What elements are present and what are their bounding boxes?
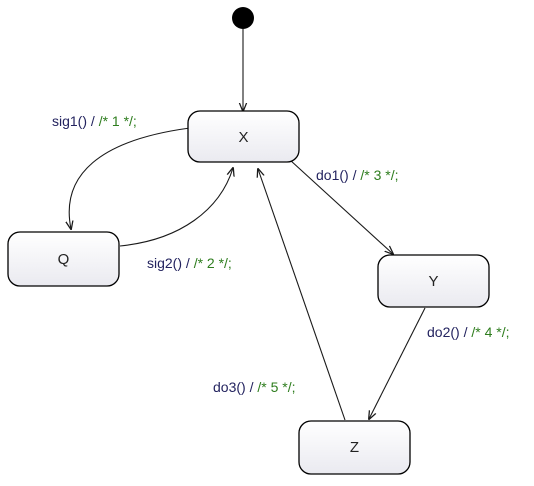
label-do3-separator: / bbox=[246, 379, 258, 395]
label-do3-action: /* 5 */; bbox=[257, 379, 295, 395]
label-do2-action: /* 4 */; bbox=[471, 324, 509, 340]
label-do1-action: /* 3 */; bbox=[360, 167, 398, 183]
label-do1-separator: / bbox=[349, 167, 361, 183]
label-sig1: sig1() / /* 1 */; bbox=[52, 113, 137, 129]
state-x[interactable]: X bbox=[187, 110, 300, 163]
label-sig1-separator: / bbox=[87, 113, 99, 129]
label-sig1-action: /* 1 */; bbox=[99, 113, 137, 129]
state-y-label: Y bbox=[428, 273, 438, 290]
transition-y-to-z bbox=[369, 307, 426, 419]
label-do3: do3() / /* 5 */; bbox=[213, 379, 296, 395]
state-q-label: Q bbox=[58, 251, 70, 268]
label-sig2: sig2() / /* 2 */; bbox=[147, 255, 232, 271]
label-do3-trigger: do3() bbox=[213, 379, 246, 395]
label-do2-separator: / bbox=[460, 324, 472, 340]
label-sig2-trigger: sig2() bbox=[147, 255, 182, 271]
label-do1: do1() / /* 3 */; bbox=[316, 167, 399, 183]
label-sig2-action: /* 2 */; bbox=[194, 255, 232, 271]
label-do1-trigger: do1() bbox=[316, 167, 349, 183]
label-do2-trigger: do2() bbox=[427, 324, 460, 340]
state-z-label: Z bbox=[350, 439, 359, 456]
label-sig1-trigger: sig1() bbox=[52, 113, 87, 129]
transition-q-to-x bbox=[119, 168, 233, 247]
state-y[interactable]: Y bbox=[377, 254, 490, 308]
transition-x-to-q bbox=[69, 127, 191, 229]
label-do2: do2() / /* 4 */; bbox=[427, 324, 510, 340]
transition-x-to-y bbox=[289, 159, 393, 254]
transition-z-to-x bbox=[258, 169, 346, 421]
state-z[interactable]: Z bbox=[298, 420, 411, 475]
initial-state-dot bbox=[232, 7, 254, 29]
state-q[interactable]: Q bbox=[7, 231, 120, 287]
label-sig2-separator: / bbox=[182, 255, 194, 271]
state-x-label: X bbox=[238, 129, 248, 146]
